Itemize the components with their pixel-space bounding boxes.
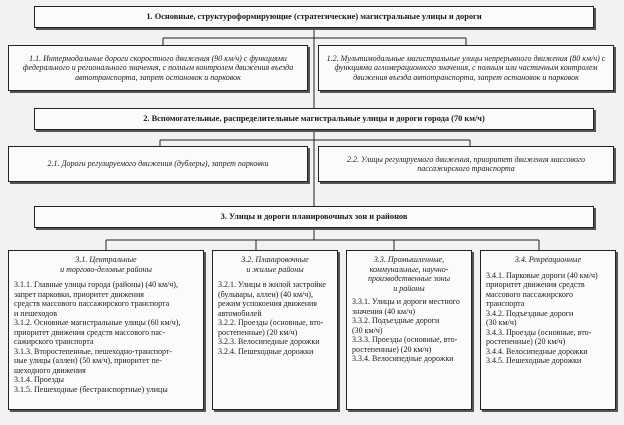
list-item: автомобилей: [218, 308, 262, 318]
column-3-3-box: 3.3. Промышленные, коммунальные, научно-…: [346, 250, 472, 410]
column-3-2-heading: 3.2. Планировочные и жилые районы: [218, 255, 332, 274]
list-item: 3.2.1. Улицы в жилой застройке: [218, 280, 326, 289]
column-3-2-box: 3.2. Планировочные и жилые районы 3.2.1.…: [212, 250, 338, 410]
list-item: ростепенные) (20 км/ч): [352, 344, 432, 354]
list-item: ные улицы (аллеи) (50 км/ч), приоритет п…: [14, 356, 162, 365]
level2-left-box: 2.1. Дороги регулируемого движения (дубл…: [8, 146, 308, 182]
level2-right-box: 2.2. Улицы регулируемого движения, приор…: [318, 146, 614, 182]
column-3-2-heading-line: 3.2. Планировочные: [241, 255, 309, 264]
list-item: (30 км/ч): [352, 325, 383, 335]
level1-title: 1. Основные, структуроформирующие (страт…: [146, 12, 482, 22]
column-3-1-heading-line: 3.1. Центральные: [75, 255, 137, 264]
level2-right-text: 2.2. Улицы регулируемого движения, приор…: [346, 154, 586, 174]
list-item: значения (40 км/ч): [352, 306, 416, 316]
list-item: 3.3.3. Проезды (основные, вто-: [352, 335, 458, 344]
column-3-1-heading: 3.1. Центральные и торгово-деловые район…: [14, 255, 198, 274]
level2-title: 2. Вспомогательные, распределительные ма…: [143, 114, 485, 124]
column-3-3-heading-line: и районы: [393, 283, 425, 293]
column-3-3-items: 3.3.1. Улицы и дороги местного значения …: [352, 297, 466, 364]
list-item: сажирского транспорта: [14, 337, 94, 346]
list-item: 3.4.5. Пешеходные дорожки: [486, 356, 582, 365]
level3-title: 3. Улицы и дороги планировочных зон и ра…: [220, 212, 408, 222]
list-item: 3.4.2. Подъездные дороги: [486, 308, 574, 318]
list-item: ростепенные) (20 км/ч): [486, 337, 566, 346]
list-item: приоритет движения средств массового пас…: [14, 327, 166, 337]
list-item: 3.1.3. Второстепенные, пешеходно-транспо…: [14, 346, 173, 356]
column-3-4-items: 3.4.1. Парковые дороги (40 км/ч) приорит…: [486, 271, 610, 366]
column-3-4-box: 3.4. Рекреационные 3.4.1. Парковые дорог…: [480, 250, 616, 410]
list-item: 3.1.4. Проезды: [14, 375, 64, 384]
level2-left-text: 2.1. Дороги регулируемого движения (дубл…: [47, 159, 269, 169]
list-item: шеходного движения: [14, 365, 86, 375]
column-3-4-heading: 3.4. Рекреационные: [486, 255, 610, 265]
list-item: 3.1.1. Главные улицы города (районы) (40…: [14, 280, 178, 289]
list-item: 3.1.5. Пешеходные (бестранспортные) улиц…: [14, 384, 168, 394]
level1-right-box: 1.2. Мультимодальные магистральные улицы…: [318, 45, 614, 91]
list-item: (30 км/ч): [486, 318, 517, 327]
level1-left-box: 1.1. Интермодальные дороги скоростного д…: [8, 45, 308, 91]
list-item: (бульвары, аллеи) (40 км/ч),: [218, 289, 313, 299]
list-item: массового пассажирского транспорта: [486, 289, 573, 309]
level1-right-text: 1.2. Мультимодальные магистральные улицы…: [326, 53, 606, 82]
column-3-2-items: 3.2.1. Улицы в жилой застройке (бульвары…: [218, 280, 332, 356]
list-item: запрет парковки, приоритет движения: [14, 289, 144, 299]
list-item: 3.4.4. Велосипедные дорожки: [486, 346, 588, 356]
column-3-3-heading-line: 3.3. Промышленные,: [373, 255, 445, 264]
column-3-3-heading-line: производственные зоны: [367, 274, 451, 283]
list-item: 3.3.2. Подъездные дороги: [352, 316, 440, 325]
list-item: 3.2.3. Велосипедные дорожки: [218, 337, 320, 346]
column-3-3-heading-line: коммунальные, научно-: [369, 264, 449, 274]
list-item: ростепенные) (20 км/ч): [218, 327, 298, 337]
list-item: 3.4.3. Проезды (основные, вто-: [486, 327, 592, 337]
list-item: 3.2.4. Пешеходные дорожки: [218, 346, 314, 356]
column-3-1-heading-line: и торгово-деловые районы: [60, 264, 152, 274]
list-item: 3.3.1. Улицы и дороги местного: [352, 297, 460, 306]
list-item: 3.4.1. Парковые дороги (40 км/ч): [486, 270, 598, 280]
column-3-3-heading: 3.3. Промышленные, коммунальные, научно-…: [352, 255, 466, 293]
level2-title-box: 2. Вспомогательные, распределительные ма…: [34, 108, 594, 130]
list-item: режим успокоения движения: [218, 299, 317, 308]
level1-left-text: 1.1. Интермодальные дороги скоростного д…: [22, 53, 294, 82]
column-3-1-box: 3.1. Центральные и торгово-деловые район…: [8, 250, 204, 410]
column-3-2-heading-line: и жилые районы: [246, 264, 304, 274]
list-item: 3.3.4. Велосипедные дорожки: [352, 354, 454, 363]
level1-title-box: 1. Основные, структуроформирующие (страт…: [34, 6, 594, 28]
level3-title-box: 3. Улицы и дороги планировочных зон и ра…: [34, 206, 594, 228]
column-3-4-heading-line: 3.4. Рекреационные: [514, 255, 582, 264]
list-item: средств массового пассажирского транспор…: [14, 299, 170, 308]
list-item: и пешеходов: [14, 308, 58, 318]
list-item: 3.1.2. Основные магистральные улицы (60 …: [14, 318, 181, 327]
list-item: 3.2.2. Проезды (основные, вто-: [218, 318, 324, 327]
column-3-1-items: 3.1.1. Главные улицы города (районы) (40…: [14, 280, 198, 394]
list-item: приоритет движения средств: [486, 280, 585, 289]
